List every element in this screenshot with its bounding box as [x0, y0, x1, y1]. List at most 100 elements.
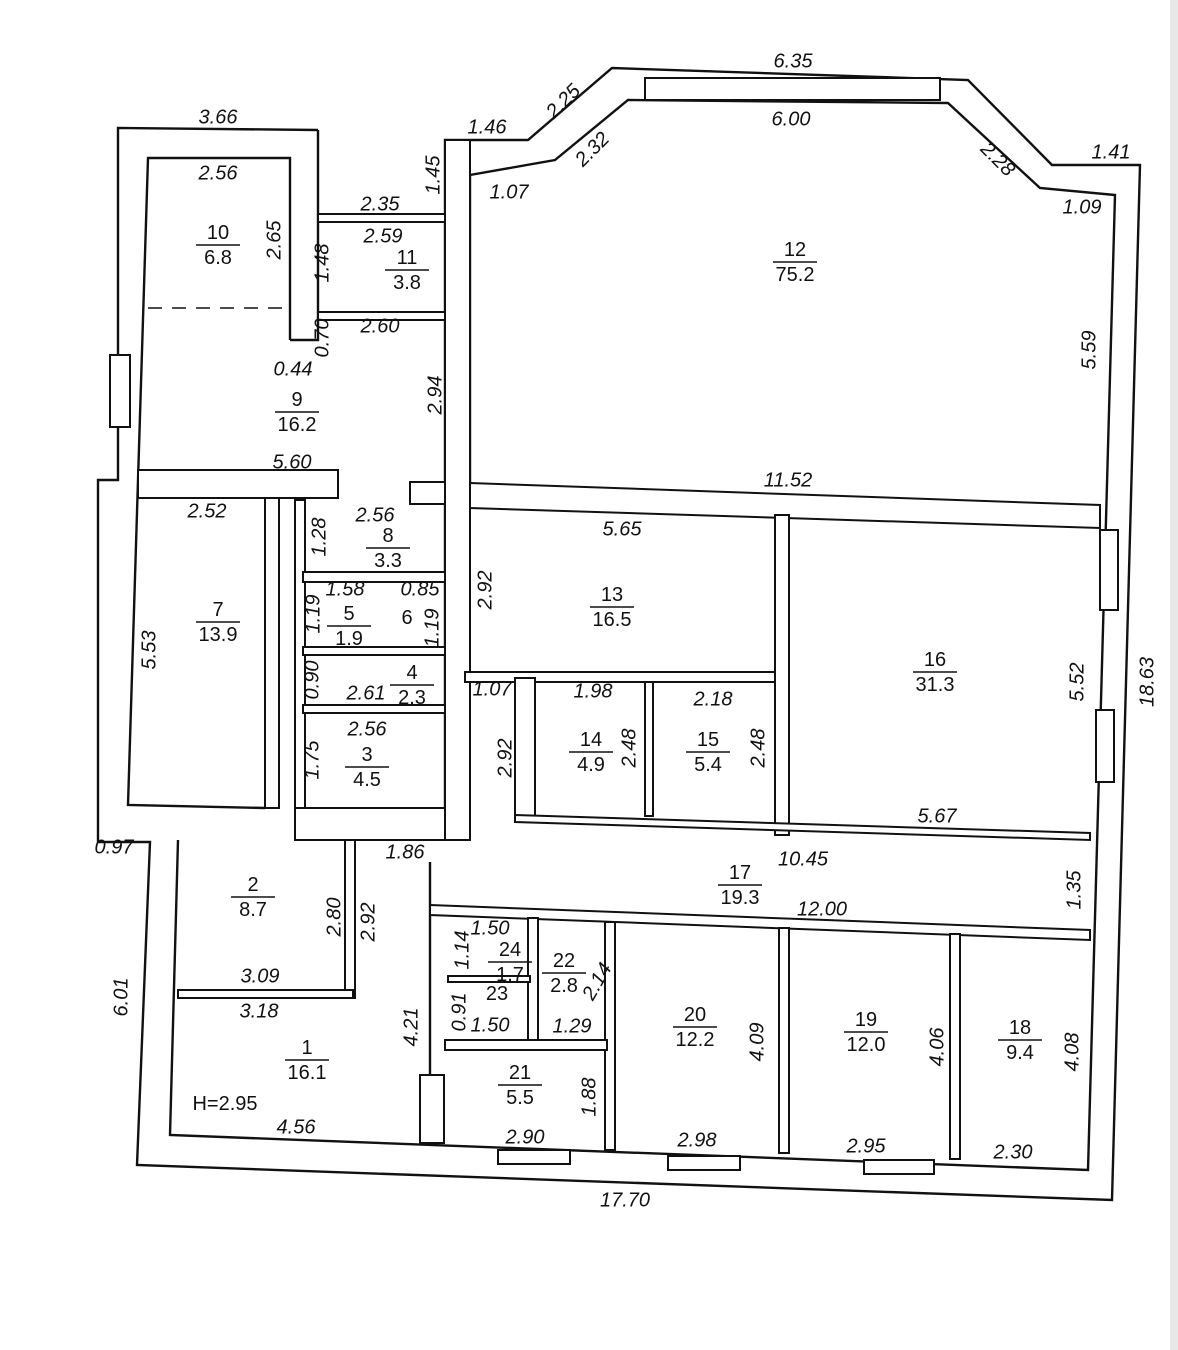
dimension-label: 2.61 [346, 682, 386, 704]
wall-12-bottom [469, 481, 1101, 530]
room-number: 12 [784, 239, 806, 261]
room-number: 1 [301, 1037, 312, 1059]
room-number: 5 [343, 603, 354, 625]
dimension-label: 4.56 [277, 1116, 317, 1138]
wall-14-left [514, 677, 536, 819]
room-5: 51.9 [327, 603, 371, 650]
ceiling-height-label: H=2.95 [192, 1093, 257, 1115]
dimension-label: 5.59 [1078, 331, 1100, 370]
wall-4-3 [302, 704, 446, 714]
room-11: 113.8 [385, 247, 429, 294]
room-area: 16.1 [288, 1062, 327, 1084]
dimension-label: 2.94 [424, 376, 446, 416]
dimension-label: 2.48 [747, 729, 769, 769]
wall-20-19 [778, 927, 790, 1154]
dimension-label: 1.07 [473, 678, 513, 700]
room-area: 5.4 [694, 754, 722, 776]
room-area: 9.4 [1006, 1042, 1034, 1064]
dimension-label: 11.52 [764, 469, 813, 491]
room-number: 18 [1009, 1017, 1031, 1039]
room-area: 13.9 [199, 624, 238, 646]
room-15: 155.4 [686, 729, 730, 776]
dimension-label: 6.00 [772, 108, 811, 130]
walls [96, 66, 1142, 1202]
room-number: 10 [207, 222, 229, 244]
dimension-label: 1.50 [471, 917, 510, 939]
room-area: 2.3 [398, 687, 426, 709]
dimension-label: 2.25 [541, 79, 585, 123]
room-19: 19 12.0 [844, 1009, 888, 1056]
room-number: 15 [697, 729, 719, 751]
dimension-label: 1.19 [302, 595, 324, 634]
dimension-label: 1.35 [1063, 870, 1085, 910]
wall-2-right [344, 839, 356, 999]
wall-14-15 [644, 681, 654, 817]
room-area: 75.2 [776, 264, 815, 286]
room-number: 2 [247, 874, 258, 896]
dimension-label: 5.67 [918, 805, 958, 827]
room-number: 7 [212, 599, 223, 621]
wall-8-5 [302, 571, 446, 583]
dimension-label: 10.45 [778, 848, 829, 870]
dimension-label: 2.56 [198, 162, 239, 184]
window-bottom-2 [667, 1155, 741, 1171]
room-number: 3 [361, 744, 372, 766]
dimension-label: 5.52 [1066, 663, 1088, 702]
dimension-label: 6.35 [774, 50, 814, 72]
room-area: 3.8 [393, 272, 421, 294]
room-number: 16 [924, 649, 946, 671]
room-number: 17 [729, 862, 751, 884]
room-24: 241.7 [488, 939, 532, 986]
wall-corridor-top [514, 813, 1091, 842]
dimension-label: 2.28 [975, 137, 1019, 181]
room-area: 16.5 [593, 609, 632, 631]
dimension-label: 1.75 [301, 740, 323, 780]
dimension-label: 2.95 [846, 1135, 887, 1157]
dimension-label: 2.18 [693, 688, 733, 710]
room-13: 13 16.5 [590, 584, 634, 631]
dimension-label: 2.56 [347, 718, 388, 740]
dimension-label: 2.65 [263, 220, 285, 261]
dimension-label: 1.50 [471, 1014, 510, 1036]
room-number: 8 [382, 525, 393, 547]
room-number: 11 [397, 247, 418, 269]
wall-stub [409, 481, 446, 505]
room-14: 144.9 [569, 729, 613, 776]
dimension-label: 18.63 [1136, 657, 1158, 707]
dimension-label: 0.91 [448, 993, 470, 1032]
room-7: 713.9 [196, 599, 240, 646]
room-number: 24 [499, 939, 521, 961]
room-9: 916.2 [275, 389, 319, 436]
dimension-label: 1.41 [1092, 141, 1131, 163]
dimension-label: 3.18 [240, 1000, 279, 1022]
room-area: 4.5 [353, 769, 381, 791]
room-number: 9 [291, 389, 302, 411]
dimension-labels: 3.662.562.652.352.591.481.451.462.252.32… [95, 50, 1159, 1211]
room-area: 12.0 [847, 1034, 886, 1056]
dimension-label: 3.66 [199, 106, 239, 128]
dimension-label: 4.09 [746, 1023, 768, 1062]
window-top [644, 77, 941, 101]
dimension-label: 5.60 [273, 451, 312, 473]
room-12: 12 75.2 [773, 239, 817, 286]
room-number: 13 [601, 584, 623, 606]
wall-bottom-rooms-top [429, 903, 1091, 942]
room-area: 4.9 [577, 754, 605, 776]
dimension-label: 17.70 [600, 1189, 650, 1211]
window-left [109, 354, 131, 428]
bay-inner-line [168, 98, 1117, 1172]
room-number: 6 [401, 607, 412, 629]
partition-10-11 [290, 130, 320, 342]
room-18: 189.4 [998, 1017, 1042, 1064]
wall-24-23 [447, 975, 531, 983]
room-number: 19 [855, 1009, 877, 1031]
dimension-label: 4.08 [1061, 1033, 1083, 1072]
dimension-label: 3.09 [241, 965, 280, 987]
dimension-label: 4.06 [926, 1027, 948, 1067]
dimension-label: 12.00 [797, 898, 847, 920]
dimension-label: 5.53 [138, 631, 160, 670]
room-3: 34.5 [345, 744, 389, 791]
wall-2-bottom [177, 989, 354, 999]
dimension-label: 0.90 [301, 661, 323, 700]
